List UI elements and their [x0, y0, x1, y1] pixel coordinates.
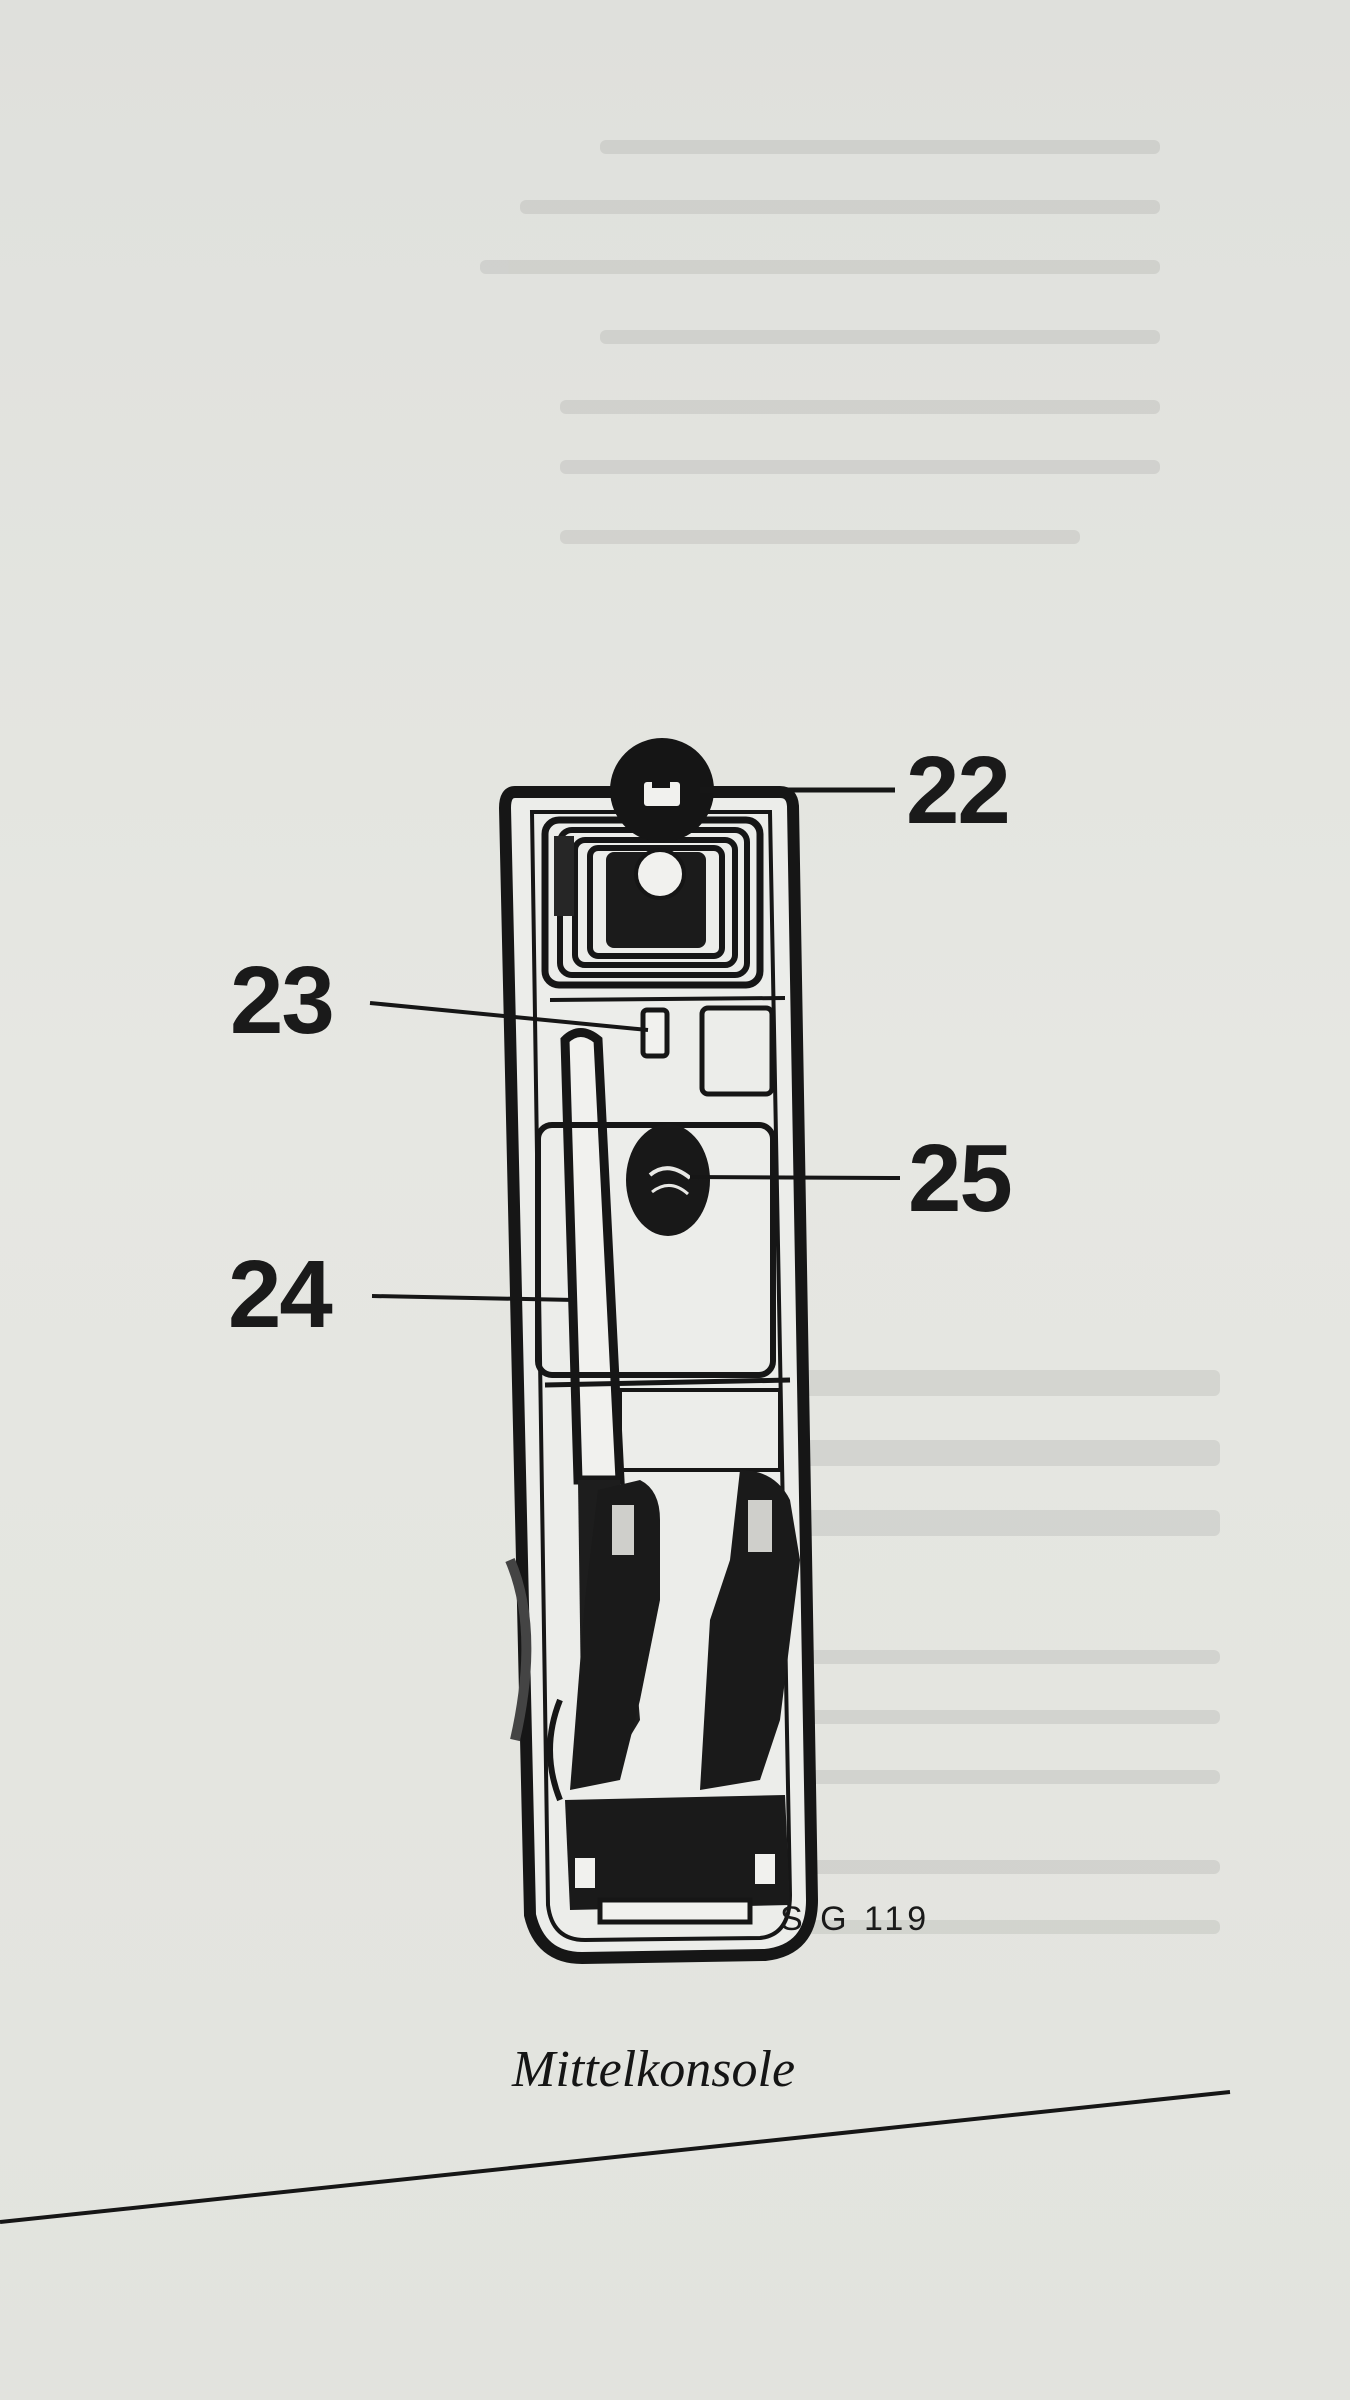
leader-line-23	[369, 1001, 649, 1032]
caption-rule	[0, 2090, 1231, 2224]
left-seat-belt-buckle	[570, 1480, 660, 1790]
right-seat-belt-buckle	[700, 1470, 800, 1790]
bottom-bracket	[565, 1795, 790, 1925]
callout-22: 22	[906, 737, 1011, 844]
leader-line-24	[371, 1294, 576, 1302]
gear-knob	[610, 738, 714, 900]
figure-code: S G 119	[780, 1900, 931, 1938]
callout-24: 24	[228, 1241, 333, 1348]
square-cutout	[699, 1005, 775, 1097]
tray-recess	[535, 1122, 776, 1378]
small-switch	[640, 1007, 670, 1059]
figure-caption: Mittelkonsole	[512, 2041, 796, 2098]
callout-23: 23	[230, 947, 335, 1054]
callout-25: 25	[908, 1125, 1013, 1232]
leader-line-25	[689, 1175, 901, 1180]
round-knob	[626, 1124, 710, 1236]
